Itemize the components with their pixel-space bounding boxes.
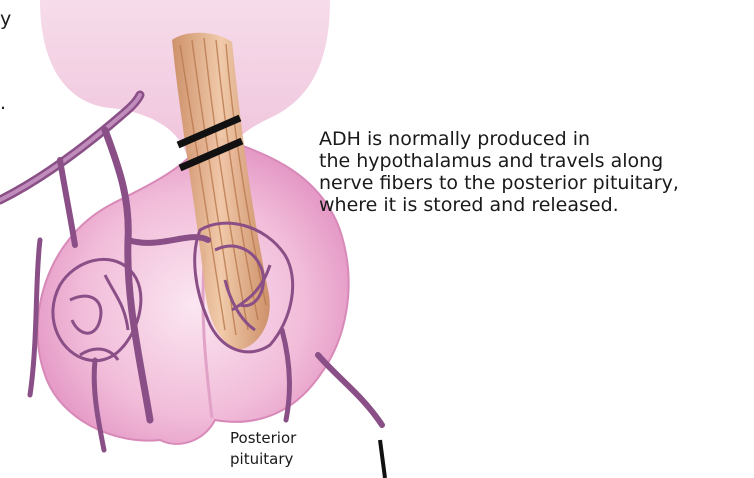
label-line: Posterior xyxy=(230,428,296,449)
caption-line: ADH is normally produced in xyxy=(319,128,751,150)
caption-line: nerve fibers to the posterior pituitary, xyxy=(319,172,751,194)
leader-line xyxy=(380,440,385,478)
adh-caption: ADH is normally produced in the hypothal… xyxy=(319,128,751,216)
cropped-text-fragment: . xyxy=(0,92,6,114)
posterior-pituitary-label: Posterior pituitary xyxy=(230,428,296,470)
cropped-text-fragment: y xyxy=(0,8,11,30)
caption-line: where it is stored and released. xyxy=(319,194,751,216)
label-line: pituitary xyxy=(230,449,296,470)
caption-line: the hypothalamus and travels along xyxy=(319,150,751,172)
